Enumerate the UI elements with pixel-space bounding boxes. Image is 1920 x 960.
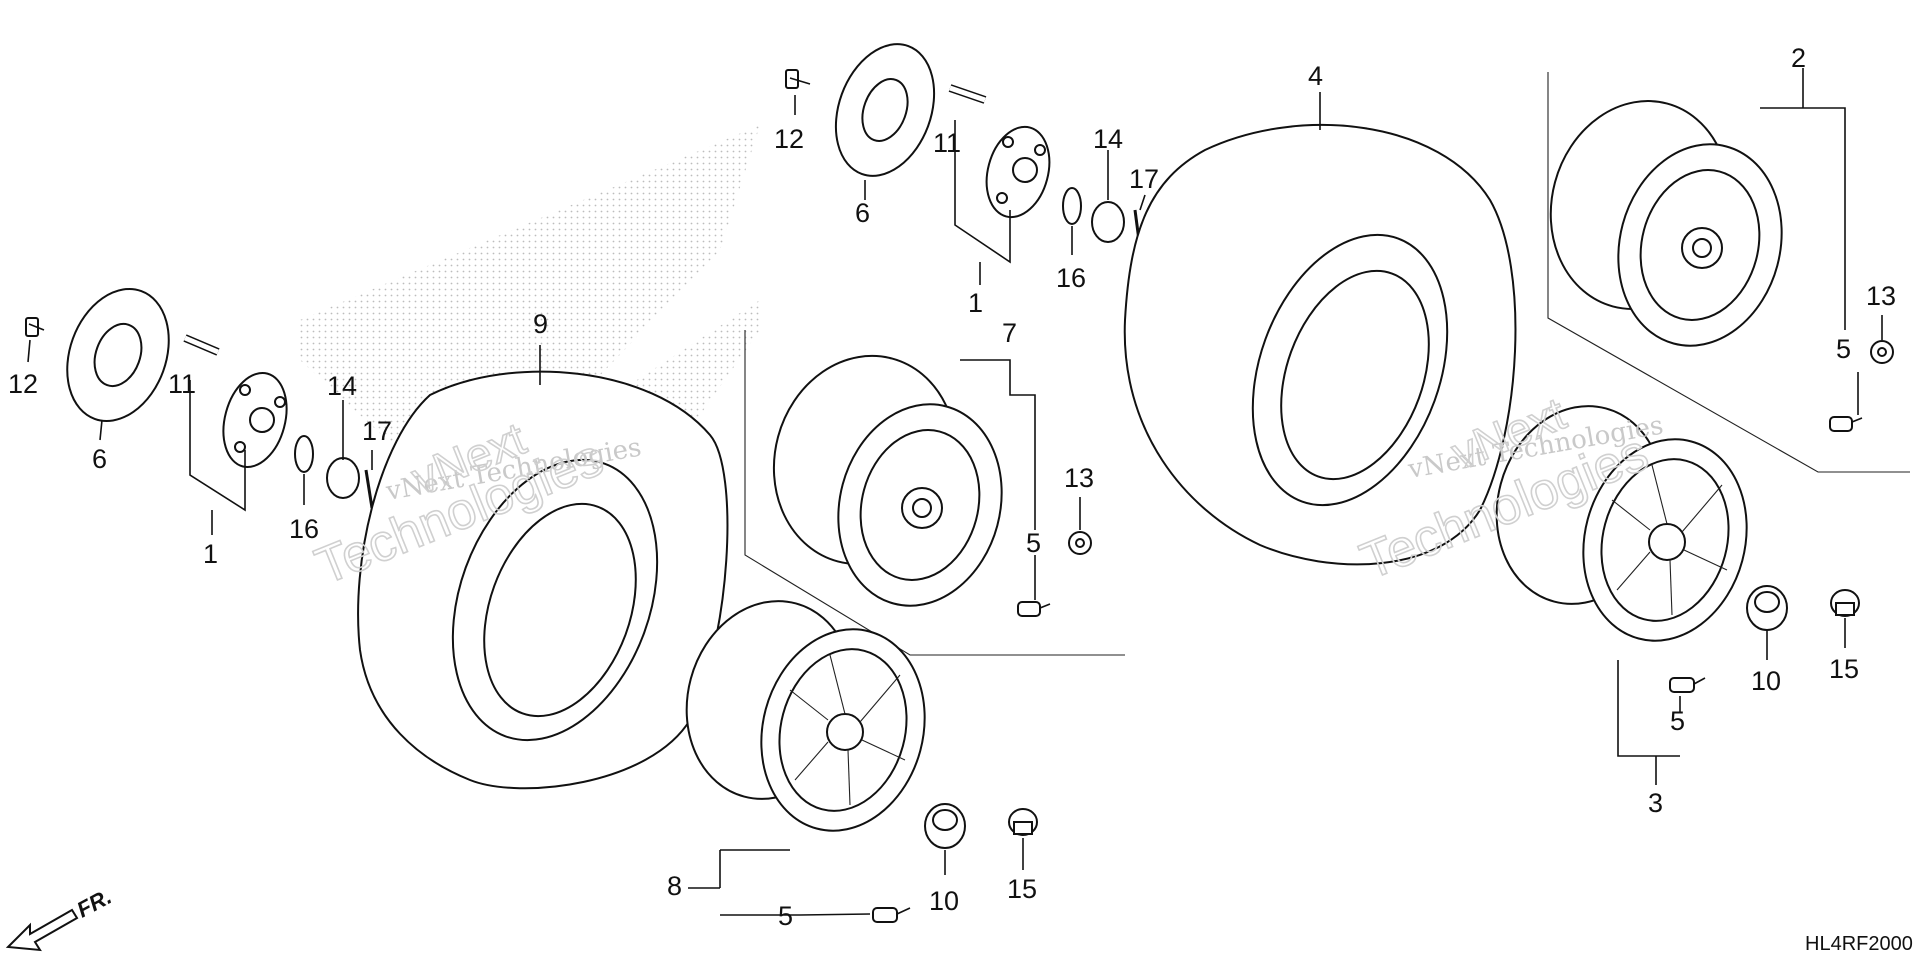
front-direction-indicator: FR.	[5, 884, 116, 952]
rear-hub-assembly	[785, 43, 1142, 249]
callout-15-front: 15	[1007, 874, 1037, 904]
hub	[222, 371, 288, 469]
dotted-shadow-band	[300, 125, 760, 480]
cotter-pin	[364, 469, 374, 509]
disc-bolt	[785, 69, 811, 89]
callout-13-front: 13	[1064, 463, 1094, 493]
callout-9: 9	[533, 309, 548, 339]
callout-6-front: 6	[92, 444, 107, 474]
hub	[985, 125, 1051, 219]
callout-17-front: 17	[362, 416, 392, 446]
washer	[294, 435, 314, 473]
valve	[1017, 601, 1051, 617]
brake-disc	[834, 43, 936, 177]
callout-16-rear: 16	[1056, 263, 1086, 293]
callout-12-front: 12	[8, 369, 38, 399]
hub-bolt	[948, 84, 987, 104]
callout-17-rear: 17	[1129, 164, 1159, 194]
callout-5-front-steel: 5	[1026, 528, 1041, 558]
front-direction-arrow-icon	[5, 908, 79, 952]
direction-label: FR.	[73, 884, 116, 923]
disc-bolt	[25, 317, 45, 337]
callout-14-rear: 14	[1093, 124, 1123, 154]
callout-5-rear-steel: 5	[1836, 334, 1851, 364]
callout-5-rear-alloy: 5	[1670, 706, 1685, 736]
callout-1-front: 1	[203, 539, 218, 569]
rear-steel-wheel	[1549, 100, 1783, 347]
callout-15-rear: 15	[1829, 654, 1859, 684]
callout-5-front-alloy: 5	[778, 901, 793, 931]
callout-8: 8	[667, 871, 682, 901]
diagram-code: HL4RF2000	[1805, 933, 1913, 955]
callout-14-front: 14	[327, 371, 357, 401]
callout-labels: 12 6 11 1 16 14 17 12 6 11 1 16 14 17 9 …	[8, 43, 1896, 931]
leader-lines	[27, 68, 1883, 916]
callout-1-rear: 1	[968, 288, 983, 318]
group-frame-front-steel	[744, 330, 1125, 656]
wheel-nut	[1870, 340, 1894, 364]
castle-nut	[326, 457, 360, 499]
callout-16-front: 16	[289, 514, 319, 544]
callout-13-rear: 13	[1866, 281, 1896, 311]
callout-10-rear: 10	[1751, 666, 1781, 696]
front-tire	[357, 370, 729, 790]
cap-nut	[1746, 585, 1788, 631]
washer	[1062, 187, 1082, 225]
castle-nut	[1091, 201, 1125, 243]
valve	[872, 907, 911, 923]
valve	[1669, 677, 1706, 693]
callout-3: 3	[1648, 788, 1663, 818]
valve	[1829, 416, 1863, 432]
rear-tire	[1123, 123, 1517, 566]
callout-7: 7	[1002, 318, 1017, 348]
callout-4: 4	[1308, 61, 1323, 91]
callout-11-rear: 11	[933, 128, 961, 158]
lug-nut	[1008, 808, 1038, 836]
callout-10-front: 10	[929, 886, 959, 916]
callout-11-front: 11	[168, 369, 196, 399]
wheel-nut	[1068, 531, 1092, 555]
lug-nut	[1830, 589, 1860, 617]
front-alloy-wheel	[685, 600, 926, 832]
front-hub-assembly	[25, 288, 374, 509]
brake-disc	[66, 288, 170, 422]
rear-alloy-wheel	[1495, 405, 1748, 642]
callout-12-rear: 12	[774, 124, 804, 154]
cap-nut	[924, 803, 966, 849]
front-steel-wheel	[772, 354, 1003, 607]
callout-2: 2	[1791, 43, 1806, 73]
hub-bolt	[183, 334, 220, 356]
group-frame-rear-steel	[1547, 72, 1910, 473]
callout-6-rear: 6	[855, 198, 870, 228]
